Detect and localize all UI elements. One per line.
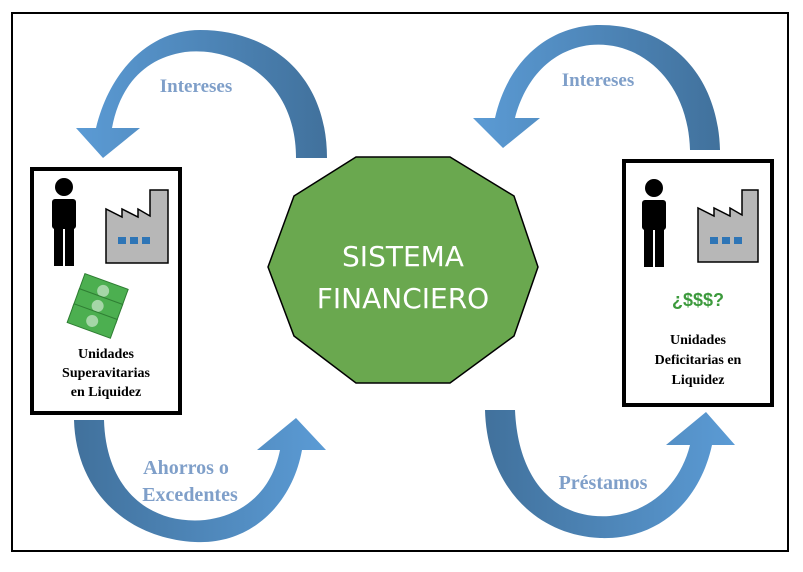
arrow-top-left — [76, 30, 327, 158]
right-unit-box: ¿$$$? Unidades Deficitarias en Liquidez — [622, 159, 774, 407]
diagram-frame — [11, 12, 789, 552]
center-title-line1: SISTEMA — [342, 240, 464, 273]
right-box-line2: Deficitarias en — [655, 353, 742, 368]
arrow-bottom-right — [485, 410, 735, 539]
center-title-line2: FINANCIERO — [317, 282, 489, 315]
label-intereses-left: Intereses — [160, 76, 232, 97]
left-unit-box: Unidades Superavitarias en Liquidez — [30, 167, 182, 415]
left-box-line2: Superavitarias — [62, 366, 150, 381]
money-bills-icon — [66, 273, 129, 339]
label-intereses-right: Intereses — [562, 70, 634, 91]
arrow-bottom-left — [74, 418, 326, 543]
label-ahorros-line2: Excedentes — [142, 484, 238, 506]
sistema-financiero-octagon: SISTEMA FINANCIERO — [267, 156, 539, 384]
arrow-top-right — [473, 25, 720, 150]
factory-icon — [105, 189, 169, 264]
person-icon — [642, 179, 666, 267]
right-box-line1: Unidades — [670, 333, 727, 348]
left-box-line3: en Liquidez — [71, 385, 141, 400]
person-icon — [52, 178, 76, 266]
label-ahorros-line1: Ahorros o — [143, 457, 229, 479]
money-question-text: ¿$$$? — [672, 290, 724, 310]
label-prestamos: Préstamos — [559, 472, 648, 494]
factory-icon — [697, 189, 759, 263]
left-box-line1: Unidades — [78, 347, 135, 362]
right-box-line3: Liquidez — [672, 373, 725, 388]
